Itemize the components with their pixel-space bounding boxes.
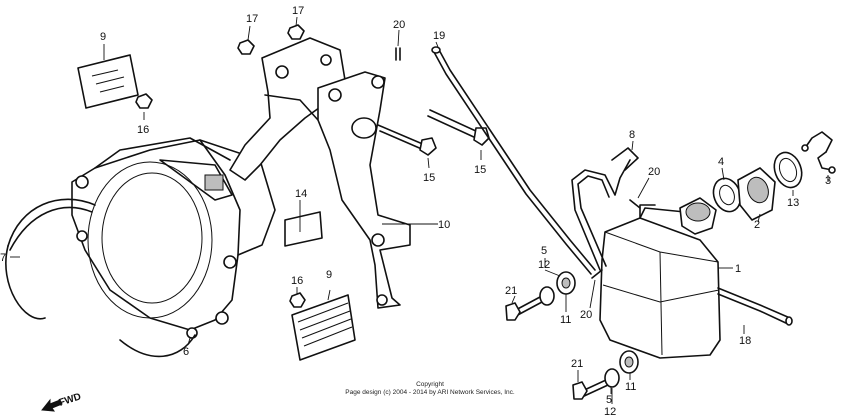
- callout-5-lower: 5: [606, 394, 612, 406]
- radiator-cap-2: [737, 167, 776, 221]
- callout-4: 4: [718, 156, 724, 168]
- nut-16-bottom: [289, 292, 306, 308]
- callout-20-hose: 20: [648, 166, 660, 178]
- fan-shroud: [71, 137, 276, 339]
- callout-20-lower: 20: [580, 309, 592, 321]
- callout-numbers: 9 16 17 17 20 19 15 15 10 14 16 9 7 6 8 …: [0, 5, 831, 418]
- tank-hose-8: [571, 147, 639, 271]
- callout-21-upper: 21: [505, 285, 517, 297]
- reservoir-tank: [599, 197, 793, 359]
- washer-12-upper: [539, 286, 555, 306]
- callout-6: 6: [183, 346, 189, 358]
- bolt-21-lower: [572, 379, 609, 400]
- callout-20-top: 20: [393, 19, 405, 31]
- callout-11-lower: 11: [625, 381, 636, 393]
- forward-arrow: FWD: [41, 392, 83, 412]
- support-bracket: [229, 37, 346, 181]
- fwd-label: FWD: [58, 392, 83, 409]
- nut-17-right: [287, 24, 305, 40]
- callout-19: 19: [433, 30, 445, 42]
- callout-9-top: 9: [100, 31, 106, 43]
- nut-17-left: [237, 39, 255, 55]
- grommet-11-upper: [556, 271, 576, 295]
- shroud-seal-strip: [5, 198, 196, 358]
- copyright-notice: Copyright Page design (c) 2004 - 2014 by…: [330, 381, 530, 397]
- bolt-15-right: [427, 109, 490, 146]
- clip-20-lower: [591, 269, 603, 279]
- washer-12-lower: [604, 368, 620, 388]
- callout-16-top: 16: [137, 124, 149, 136]
- callout-15-right: 15: [474, 164, 486, 176]
- callout-14: 14: [295, 188, 307, 200]
- forward-arrow-icon: [41, 398, 63, 412]
- callout-1: 1: [735, 263, 741, 275]
- leader-lines: [10, 16, 829, 404]
- seal-ring-13: [773, 151, 803, 189]
- callout-17-left: 17: [246, 13, 258, 25]
- callout-10: 10: [438, 219, 450, 231]
- label-plate-9-top: [77, 54, 139, 109]
- bolt-15-left: [377, 124, 437, 156]
- copyright-line-2: Page design (c) 2004 - 2014 by ARI Netwo…: [345, 389, 515, 396]
- callout-17-right: 17: [292, 5, 304, 17]
- label-plate-9-bottom: [291, 294, 356, 361]
- callout-11-upper: 11: [560, 314, 571, 326]
- callout-12-upper: 12: [538, 259, 550, 271]
- radiator-bracket: [317, 71, 411, 309]
- callout-8: 8: [629, 129, 635, 141]
- callout-16-bottom: 16: [291, 275, 303, 287]
- callout-13: 13: [787, 197, 799, 209]
- callout-15-left: 15: [423, 172, 435, 184]
- label-14: [284, 211, 323, 247]
- callout-21-lower: 21: [571, 358, 583, 370]
- callout-2: 2: [754, 219, 760, 231]
- clip-20-hose: [629, 199, 641, 209]
- bolt-21-upper: [505, 296, 543, 321]
- callout-9-bottom: 9: [326, 269, 332, 281]
- nut-16-top: [135, 93, 153, 109]
- grommet-11-lower: [619, 350, 639, 374]
- overflow-tube-19: [431, 46, 596, 275]
- callout-12-lower: 12: [604, 406, 616, 418]
- callout-5-upper: 5: [541, 245, 547, 257]
- cap-chain-3: [801, 131, 836, 174]
- callout-7: 7: [0, 252, 6, 264]
- callout-3: 3: [825, 175, 831, 187]
- callout-18: 18: [739, 335, 751, 347]
- clip-20-top: [395, 47, 401, 61]
- copyright-line-1: Copyright: [416, 381, 444, 388]
